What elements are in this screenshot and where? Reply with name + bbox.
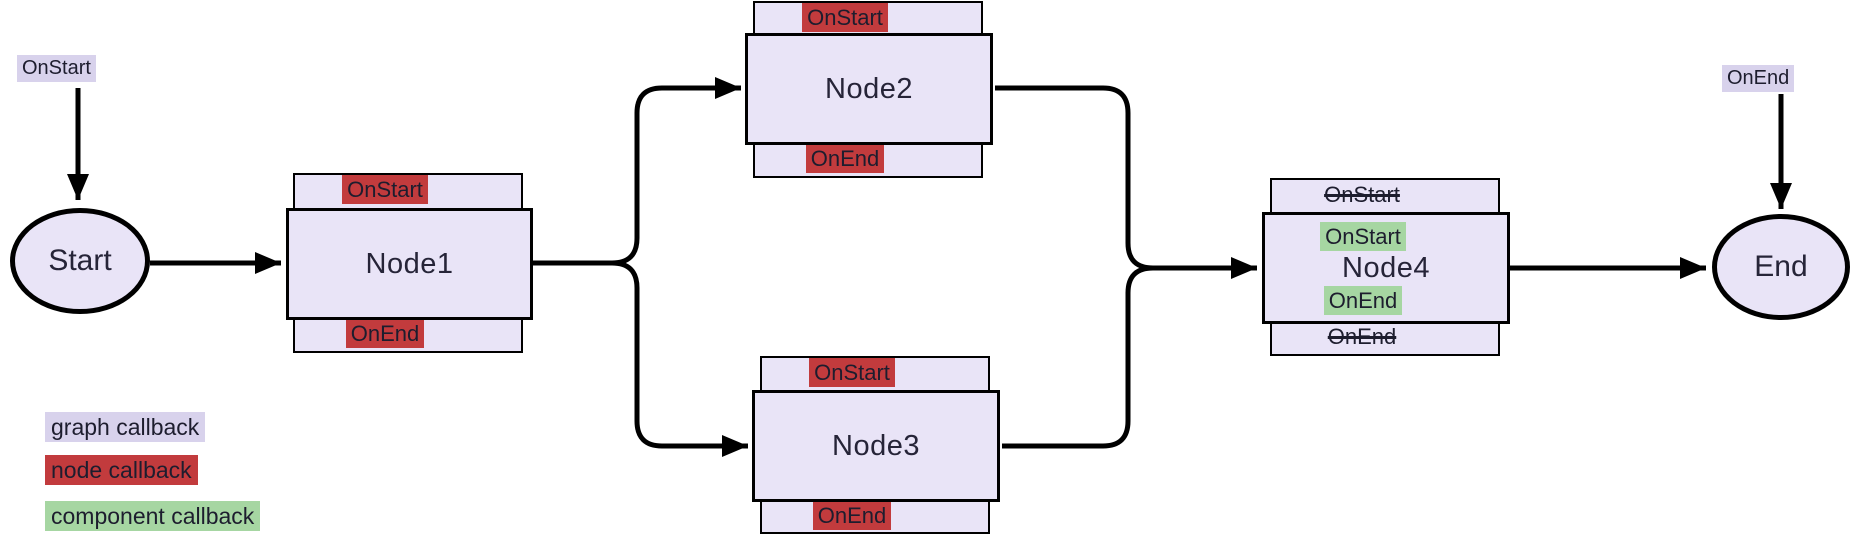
- node2-onend-callback: OnEnd: [805, 144, 885, 173]
- node1-onstart-strip: OnStart: [293, 173, 523, 211]
- node1-onend-callback: OnEnd: [345, 319, 425, 348]
- edge-node1-to-node3: [533, 260, 748, 457]
- node4-box: OnStart Node4 OnEnd: [1262, 212, 1510, 324]
- legend-graph-callback: graph callback: [45, 412, 206, 442]
- legend-component-callback: component callback: [45, 501, 261, 531]
- edge-node1-to-node2: [533, 77, 741, 266]
- graph-onstart-callback: OnStart: [17, 55, 96, 82]
- node3-label: Node3: [832, 429, 920, 462]
- node4-graph-onstart-callback-disabled: OnStart: [1324, 182, 1400, 207]
- node3-onend-strip: OnEnd: [760, 499, 990, 534]
- start-label: Start: [48, 244, 112, 277]
- node4-component-onend-callback: OnEnd: [1323, 285, 1403, 315]
- node2-label: Node2: [825, 72, 913, 105]
- node3-onstart-strip: OnStart: [760, 356, 990, 393]
- node2-onstart-strip: OnStart: [753, 1, 983, 36]
- legend-node-callback: node callback: [45, 455, 198, 485]
- end-label: End: [1754, 250, 1808, 283]
- edge-node3-to-node4: [1002, 265, 1154, 449]
- node3-onstart-callback: OnStart: [809, 358, 895, 387]
- graph-onend-callback: OnEnd: [1722, 65, 1795, 92]
- edge-node2-to-node4: [995, 85, 1257, 279]
- node4-onstart-strip: OnStart: [1270, 178, 1500, 215]
- node4-component-onstart-callback: OnStart: [1320, 221, 1406, 251]
- node2-box: Node2: [745, 33, 993, 145]
- node2-onend-strip: OnEnd: [753, 142, 983, 178]
- node4-label: Node4: [1342, 251, 1430, 284]
- end-node: End: [1712, 214, 1850, 320]
- node3-box: Node3: [752, 390, 1000, 502]
- node4-graph-onend-callback-disabled: OnEnd: [1327, 324, 1397, 349]
- node3-onend-callback: OnEnd: [812, 501, 892, 530]
- node1-onend-strip: OnEnd: [293, 317, 523, 353]
- node1-label: Node1: [365, 247, 454, 280]
- node1-onstart-callback: OnStart: [342, 175, 428, 204]
- node2-onstart-callback: OnStart: [802, 3, 888, 32]
- node4-onend-strip: OnEnd: [1270, 320, 1500, 356]
- start-node: Start: [10, 208, 150, 314]
- node1-box: Node1: [286, 208, 533, 320]
